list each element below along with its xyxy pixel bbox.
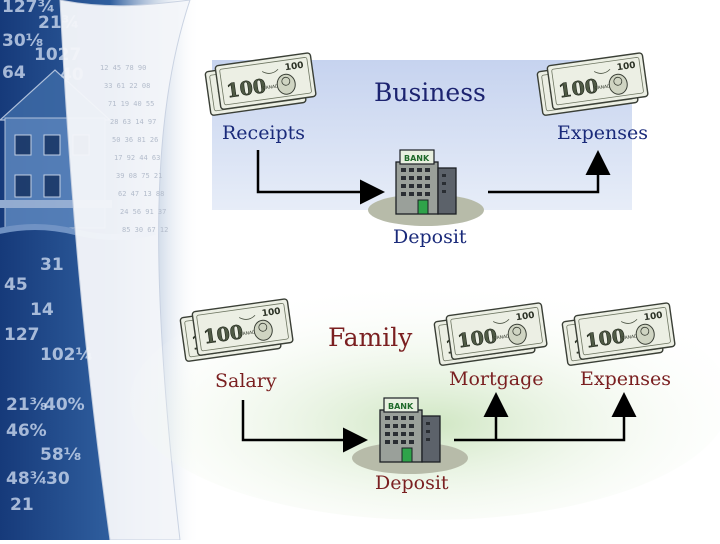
arrow-salary-to-bank: [241, 400, 368, 453]
business-expenses-label: Expenses: [557, 122, 648, 144]
svg-text:39 08 75 21: 39 08 75 21: [116, 172, 162, 180]
family-deposit-label: Deposit: [375, 472, 449, 494]
family-mortgage-label: Mortgage: [449, 368, 544, 390]
background-number: 31: [40, 255, 64, 275]
arrow-bank-to-expenses-family: [454, 392, 637, 442]
background-number: 46%: [6, 421, 47, 441]
svg-text:28 63 14 97: 28 63 14 97: [110, 118, 156, 126]
background-number: 45: [4, 275, 28, 295]
business-receipts-label: Receipts: [222, 122, 306, 144]
svg-text:85 30 67 12: 85 30 67 12: [122, 226, 168, 234]
svg-text:62 47 13 88: 62 47 13 88: [118, 190, 164, 198]
business-deposit-label: Deposit: [393, 226, 467, 248]
background-number: 64: [2, 63, 26, 83]
background-number: 40%: [44, 395, 85, 415]
background-number: 30⅛: [2, 31, 43, 51]
background-number: 58⅛: [40, 445, 81, 465]
svg-text:71 19 40 55: 71 19 40 55: [108, 100, 154, 108]
arrow-receipts-to-bank: [256, 150, 385, 205]
background-number: 127¾: [2, 0, 55, 17]
background-number: 102¼: [40, 345, 93, 365]
svg-text:12 45 78 90: 12 45 78 90: [100, 64, 146, 72]
business-title: Business: [374, 78, 486, 107]
background-number: 21: [10, 495, 34, 515]
background-number: 21⅜: [6, 395, 47, 415]
svg-text:17 92 44 63: 17 92 44 63: [114, 154, 160, 162]
background-number: 48¾: [6, 469, 47, 489]
background-number: 14: [30, 300, 54, 320]
family-title: Family: [328, 323, 413, 352]
svg-text:24 56 91 37: 24 56 91 37: [120, 208, 166, 216]
svg-text:50 36 81 26: 50 36 81 26: [112, 136, 158, 144]
background-number: 30: [46, 469, 70, 489]
paper-figures: 12 45 78 90 33 61 22 08 71 19 40 55 28 63 …: [100, 64, 168, 234]
arrow-bank-to-expenses: [488, 150, 611, 194]
family-salary-label: Salary: [215, 370, 277, 392]
background-number: 127: [4, 325, 40, 345]
family-expenses-label: Expenses: [580, 368, 671, 390]
svg-text:33 61 22 08: 33 61 22 08: [104, 82, 150, 90]
